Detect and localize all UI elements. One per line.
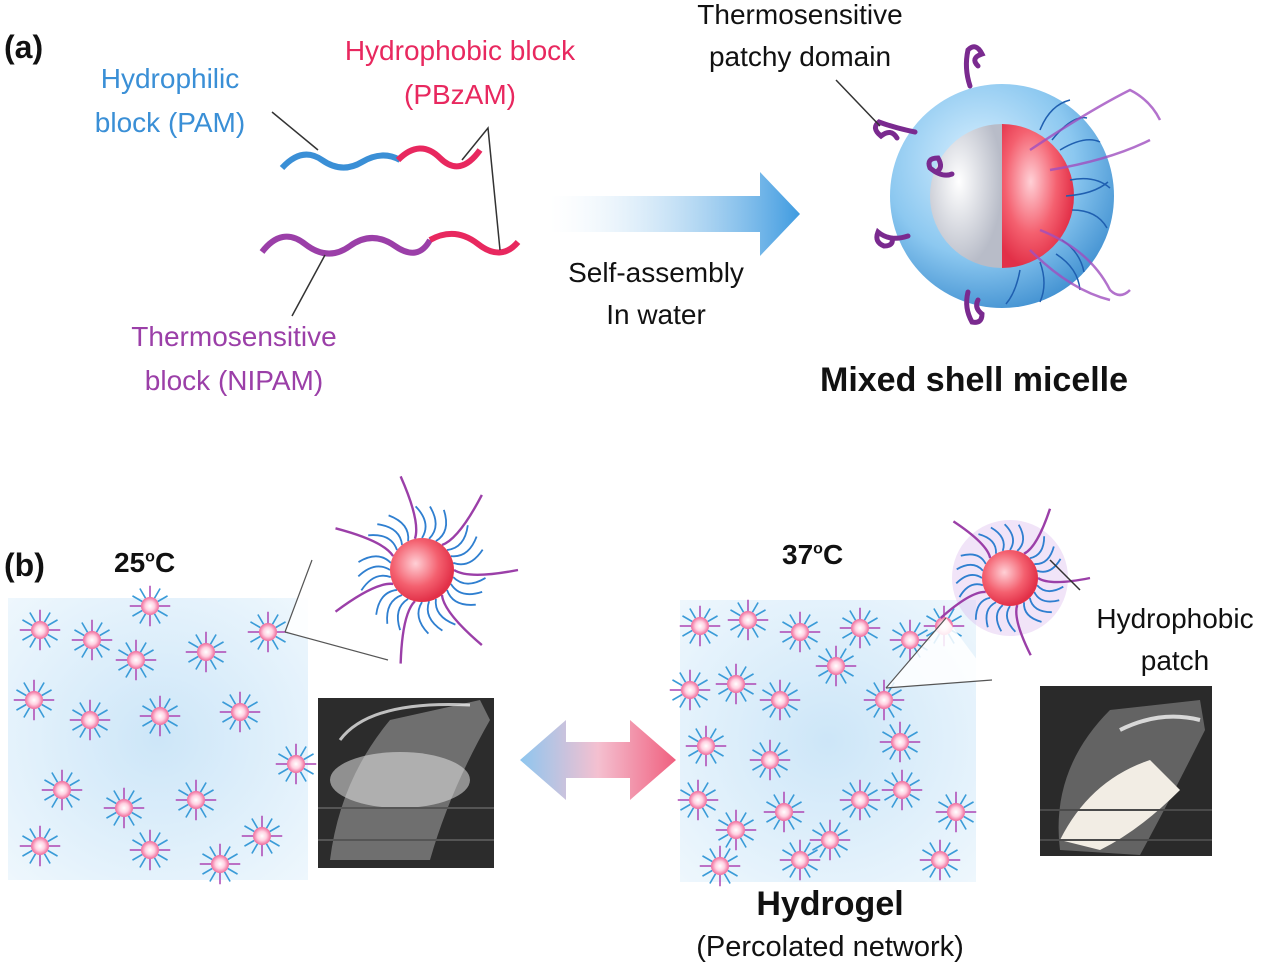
- hydrophilic-label-line2: block (PAM): [94, 107, 246, 138]
- micelle-particle: [115, 639, 157, 681]
- micelle-particle: [759, 679, 801, 721]
- micelle-particle: [727, 599, 769, 641]
- thermosensitive-label-line1: Thermosensitive: [131, 321, 337, 352]
- micelle-particle: [275, 743, 317, 785]
- micelle-particle: [779, 611, 821, 653]
- micelle-particle: [241, 815, 283, 857]
- hydrophobic-patch-label-line1: Hydrophobic: [1096, 603, 1254, 634]
- hydrogel-title: Hydrogel: [756, 885, 904, 923]
- hydrophilic-chain: [279, 151, 402, 171]
- micelle-particle: [69, 699, 111, 741]
- micelle-particle: [679, 605, 721, 647]
- hydrophobic-label-line1: Hydrophobic block: [344, 35, 576, 66]
- self-assembly-arrow: [550, 172, 800, 256]
- micelle-particle: [129, 585, 171, 627]
- thermosensitive-label-line2: block (NIPAM): [144, 365, 324, 396]
- reversible-arrow: [520, 720, 676, 800]
- temp-high-label: 37oC: [782, 539, 844, 570]
- panel-b-label: (b): [4, 547, 45, 583]
- micelle-detail-25c: [334, 475, 519, 664]
- hydrogel-subtitle: (Percolated network): [696, 931, 964, 963]
- in-water-label: In water: [606, 299, 706, 330]
- micelle-particle: [185, 631, 227, 673]
- hydrophilic-label-line1: Hydrophilic: [100, 63, 240, 94]
- micelle-particle: [935, 791, 977, 833]
- micelle-particle: [219, 691, 261, 733]
- micelle-particle: [879, 721, 921, 763]
- micelle-particle: [763, 791, 805, 833]
- micelle-particle: [715, 663, 757, 705]
- micelle-particle: [199, 843, 241, 885]
- patchy-domain-label-line2: patchy domain: [708, 41, 892, 72]
- self-assembly-label: Self-assembly: [568, 257, 744, 288]
- micelle-particle: [749, 739, 791, 781]
- panel-a-label: (a): [4, 29, 44, 65]
- micelle-particle: [175, 779, 217, 821]
- micelle-particle: [881, 769, 923, 811]
- micelle-title: Mixed shell micelle: [820, 361, 1129, 399]
- micelle-particle: [863, 679, 905, 721]
- micelle-particle: [41, 769, 83, 811]
- micelle-particle: [669, 669, 711, 711]
- micelle-particle: [699, 845, 741, 887]
- micelle-particle: [809, 819, 851, 861]
- micelle-particle: [839, 779, 881, 821]
- micelle-particle: [19, 609, 61, 651]
- micelle-particle: [19, 825, 61, 867]
- photo-tube-37c: [1040, 686, 1212, 856]
- hydrophobic-patch-label-line2: patch: [1140, 645, 1210, 676]
- thermosensitive-chain: [259, 233, 433, 257]
- micelle-particle: [13, 679, 55, 721]
- micelle-particle: [71, 619, 113, 661]
- micelle-particle: [139, 695, 181, 737]
- micelle-detail-37c: [939, 508, 1091, 656]
- micelle-particle: [685, 725, 727, 767]
- micelles-dispersed: [13, 585, 317, 885]
- micelle-particle: [715, 809, 757, 851]
- mixed-shell-micelle: [835, 44, 1162, 325]
- micelle-particle: [815, 645, 857, 687]
- micelle-particle: [779, 839, 821, 881]
- micelle-particle: [677, 779, 719, 821]
- photo-tube-25c: [318, 698, 494, 868]
- temp-low-label: 25oC: [114, 547, 176, 578]
- hydrophobic-chain-2: [428, 231, 521, 256]
- micelle-particle: [103, 787, 145, 829]
- patchy-domain-label-line1: Thermosensitive: [697, 0, 903, 30]
- micelle-particle: [839, 607, 881, 649]
- hydrophobic-chain-1: [395, 145, 483, 170]
- micelle-particle: [919, 839, 961, 881]
- hydrophobic-label-line2: (PBzAM): [404, 79, 516, 110]
- micelle-particle: [129, 829, 171, 871]
